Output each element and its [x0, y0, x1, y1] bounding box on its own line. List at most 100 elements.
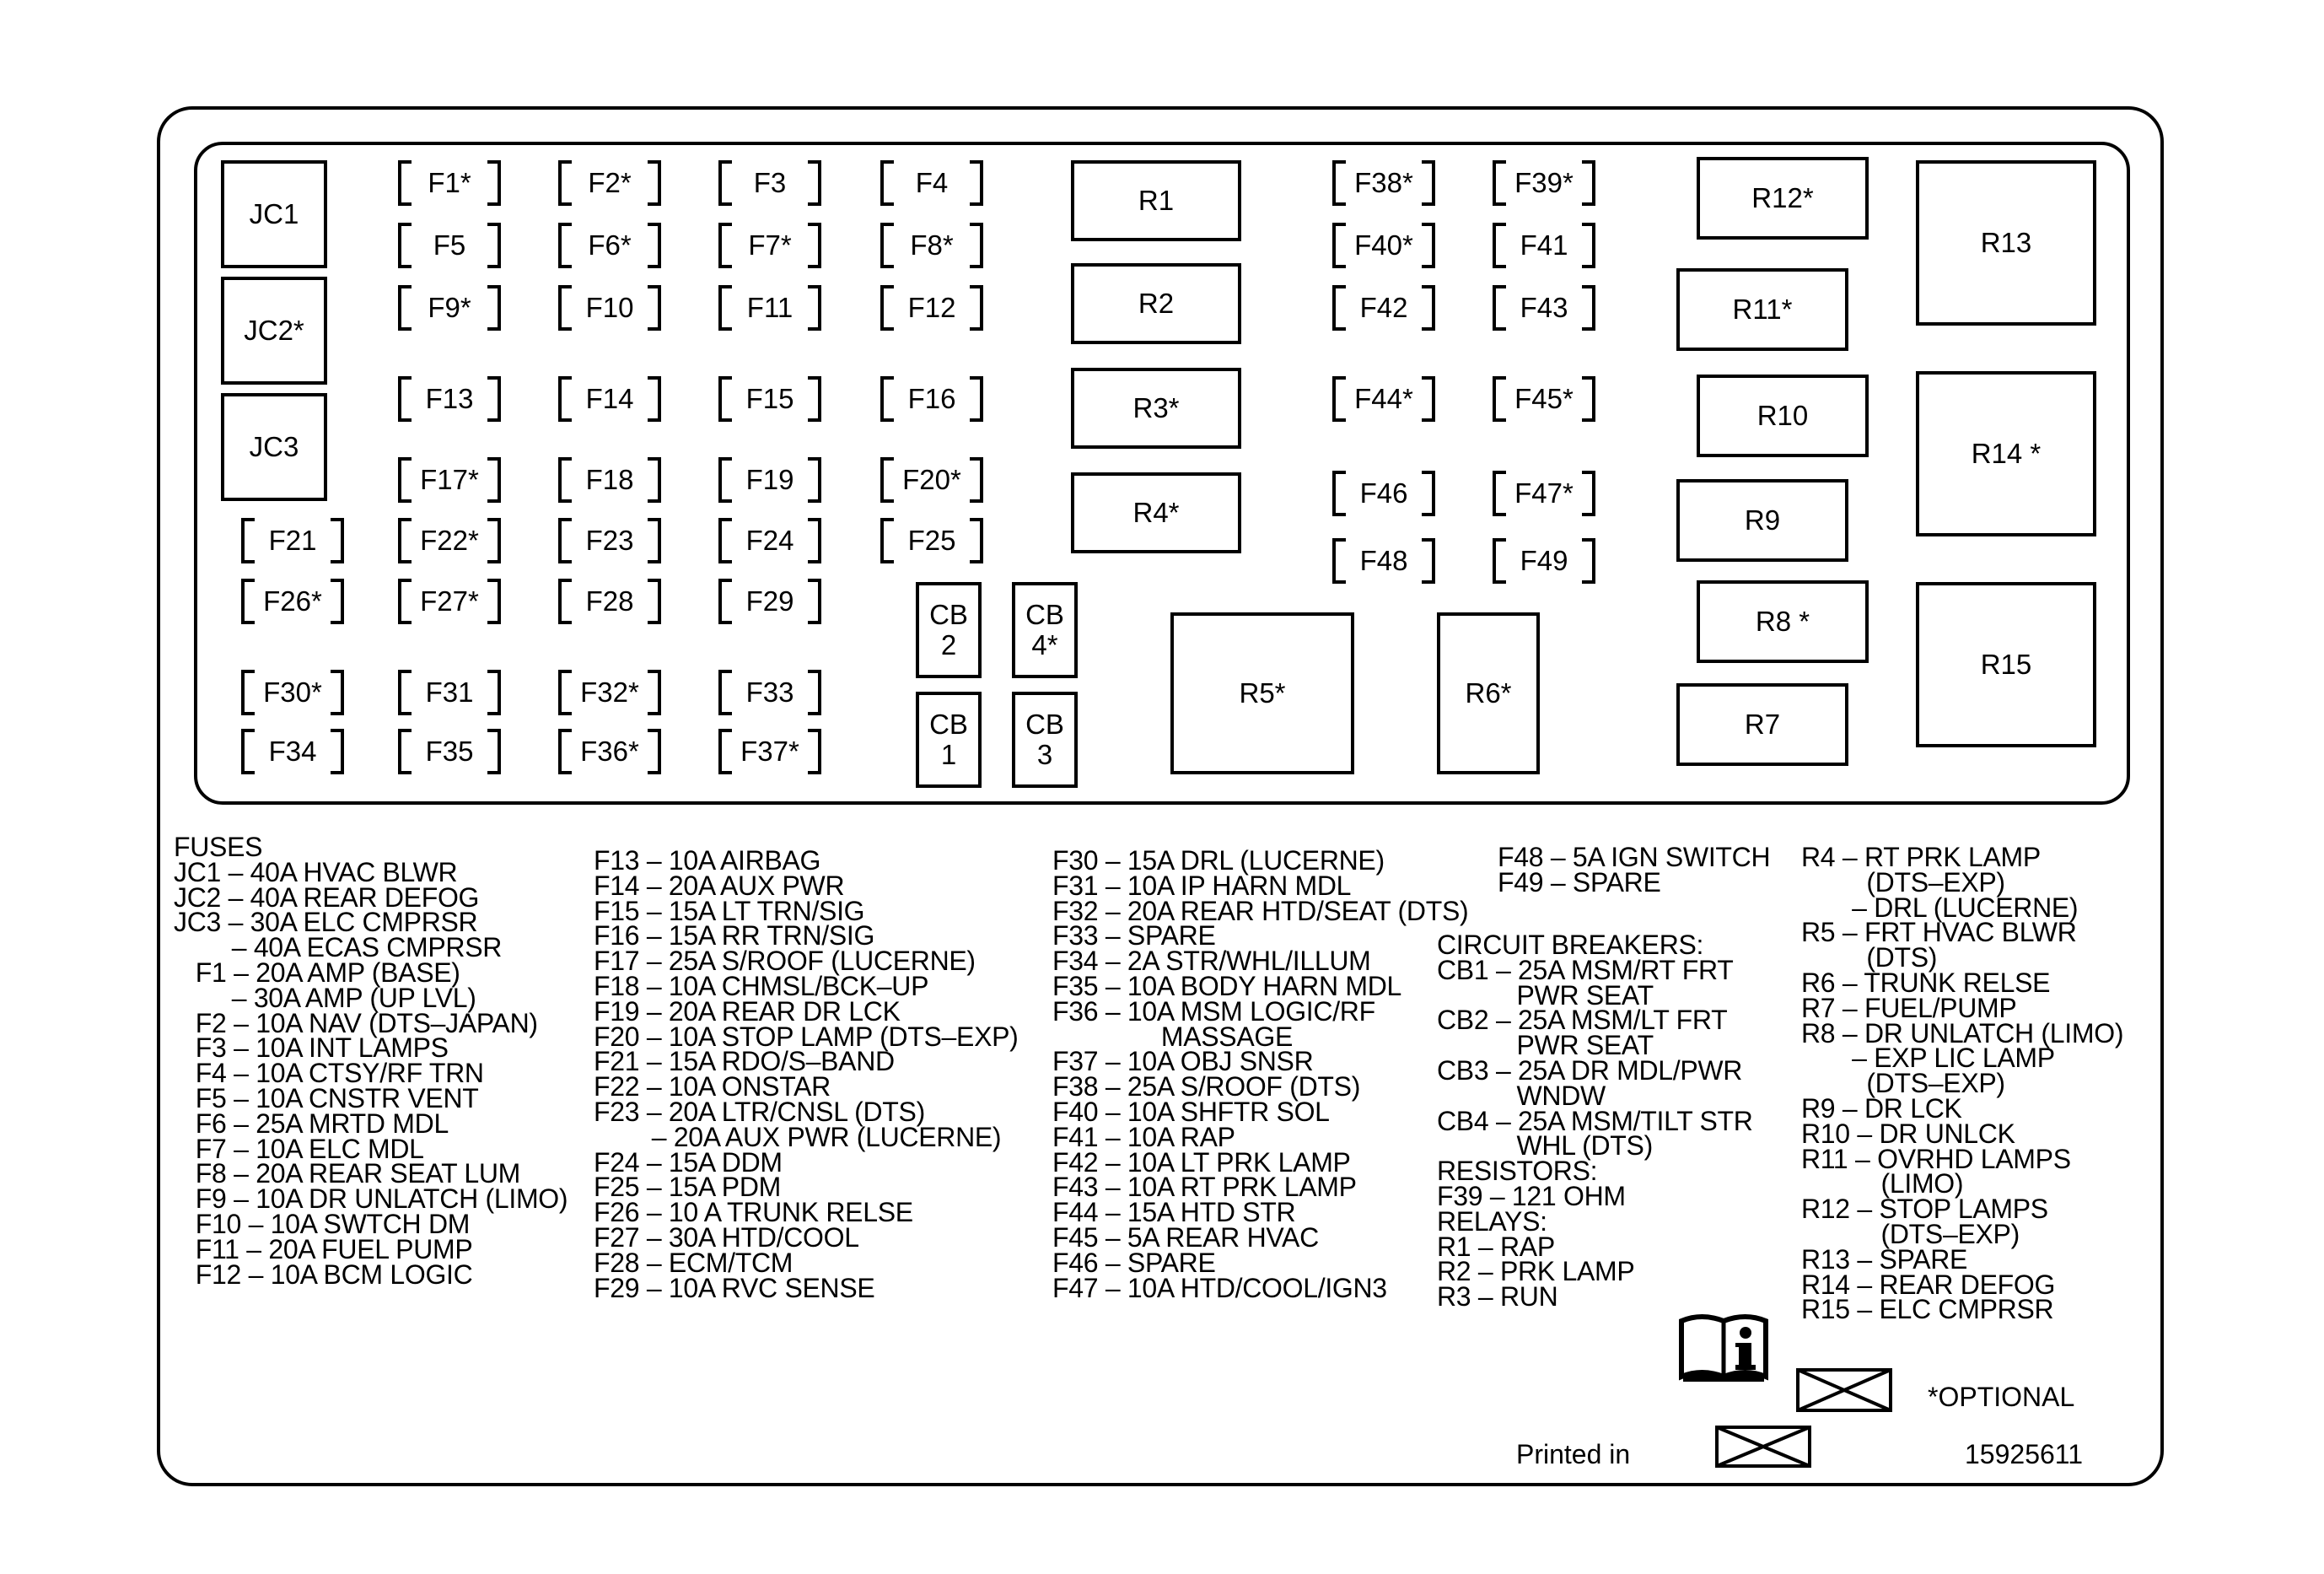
fuse-f9-label: F9*	[428, 292, 471, 323]
fuse-f23: F23	[558, 518, 661, 563]
fuse-f49: F49	[1493, 538, 1595, 584]
fuse-f4: F4	[880, 160, 983, 206]
fuse-f35-label: F35	[425, 736, 474, 767]
fuse-f17-label: F17*	[420, 464, 479, 495]
relay-r11: R11*	[1676, 268, 1848, 351]
fuse-f31-label: F31	[425, 676, 474, 708]
fuse-f33: F33	[718, 670, 821, 715]
fuse-f12: F12	[880, 285, 983, 331]
fuse-f8-label: F8*	[910, 229, 954, 261]
fuse-f39-label: F39*	[1514, 167, 1574, 198]
fuse-f32-label: F32*	[580, 676, 639, 708]
junction-jc2: JC2*	[221, 277, 327, 385]
fuse-f18: F18	[558, 457, 661, 503]
fuse-f2-label: F2*	[588, 167, 632, 198]
fuse-block-label	[157, 106, 2164, 1486]
fuse-f48: F48	[1332, 538, 1435, 584]
crossed-box-icon	[1715, 1426, 1811, 1468]
fuse-f10: F10	[558, 285, 661, 331]
fuse-f37: F37*	[718, 729, 821, 774]
fuse-f29-label: F29	[745, 585, 794, 617]
fuse-f18-label: F18	[585, 464, 634, 495]
fuse-f1: F1*	[398, 160, 501, 206]
fuse-f49-label: F49	[1520, 545, 1568, 576]
fuse-f2: F2*	[558, 160, 661, 206]
fuse-f23-label: F23	[585, 525, 634, 556]
relay-r3-label: R3*	[1132, 392, 1180, 423]
relay-r10-label: R10	[1756, 400, 1809, 431]
fuse-f45-label: F45*	[1514, 383, 1574, 414]
fuse-f7: F7*	[718, 223, 821, 268]
fuse-f46-label: F46	[1359, 477, 1408, 509]
relay-r1-label: R1	[1138, 185, 1175, 216]
breaker-cb4-label: CB 4*	[1025, 599, 1064, 660]
fuse-f38-label: F38*	[1354, 167, 1413, 198]
fuse-f36-label: F36*	[580, 736, 639, 767]
optional-note: *OPTIONAL	[1928, 1382, 2075, 1412]
fuse-f6: F6*	[558, 223, 661, 268]
legend-column-4a: F48 – 5A IGN SWITCH F49 – SPARE	[1498, 842, 1771, 898]
fuse-block-panel	[194, 142, 2130, 805]
breaker-cb4: CB 4*	[1012, 582, 1078, 678]
fuse-f20-label: F20*	[902, 464, 961, 495]
relay-r2: R2	[1071, 263, 1241, 344]
relay-r5-label: R5*	[1239, 677, 1286, 709]
legend-column-5: R4 – RT PRK LAMP (DTS–EXP) – DRL (LUCERN…	[1801, 842, 2124, 1325]
fuse-f48-label: F48	[1359, 545, 1408, 576]
junction-jc1-label: JC1	[249, 198, 299, 229]
fuse-f15: F15	[718, 376, 821, 422]
fuse-f37-label: F37*	[740, 736, 799, 767]
relay-r9-label: R9	[1744, 504, 1781, 536]
fuse-f36: F36*	[558, 729, 661, 774]
relay-r1: R1	[1071, 160, 1241, 241]
fuse-f11: F11	[718, 285, 821, 331]
fuse-f26-label: F26*	[263, 585, 322, 617]
fuse-f42-label: F42	[1359, 292, 1408, 323]
fuse-f3-label: F3	[753, 167, 787, 198]
relay-r13: R13	[1916, 160, 2096, 326]
fuse-f40: F40*	[1332, 223, 1435, 268]
fuse-f43-label: F43	[1520, 292, 1568, 323]
relay-r15: R15	[1916, 582, 2096, 747]
relay-r13-label: R13	[1980, 227, 2032, 258]
fuse-f25: F25	[880, 518, 983, 563]
fuse-f38: F38*	[1332, 160, 1435, 206]
breaker-cb3: CB 3	[1012, 692, 1078, 788]
fuse-f5-label: F5	[433, 229, 466, 261]
fuse-f39: F39*	[1493, 160, 1595, 206]
crossed-box-icon	[1796, 1368, 1892, 1412]
fuse-f4-label: F4	[915, 167, 949, 198]
relay-r5: R5*	[1170, 612, 1354, 774]
relay-r11-label: R11*	[1732, 294, 1793, 325]
part-number: 15925611	[1965, 1439, 2083, 1469]
relay-r6-label: R6*	[1465, 677, 1512, 709]
relay-r7-label: R7	[1744, 709, 1781, 740]
fuse-f14: F14	[558, 376, 661, 422]
fuse-f35: F35	[398, 729, 501, 774]
fuse-f17: F17*	[398, 457, 501, 503]
fuse-f46: F46	[1332, 471, 1435, 516]
relay-r6: R6*	[1437, 612, 1540, 774]
fuse-f13: F13	[398, 376, 501, 422]
relay-r4: R4*	[1071, 472, 1241, 553]
relay-r4-label: R4*	[1132, 497, 1180, 528]
fuse-f40-label: F40*	[1354, 229, 1413, 261]
fuse-f25-label: F25	[907, 525, 956, 556]
fuse-f9: F9*	[398, 285, 501, 331]
fuse-f28-label: F28	[585, 585, 634, 617]
fuse-f11-label: F11	[746, 292, 793, 323]
fuse-f34: F34	[241, 729, 344, 774]
info-book-icon	[1679, 1314, 1768, 1382]
relay-r14: R14 *	[1916, 371, 2096, 536]
fuse-f3: F3	[718, 160, 821, 206]
fuse-f24-label: F24	[745, 525, 794, 556]
junction-jc1: JC1	[221, 160, 327, 268]
fuse-f41: F41	[1493, 223, 1595, 268]
fuse-f42: F42	[1332, 285, 1435, 331]
fuse-f32: F32*	[558, 670, 661, 715]
fuse-f22-label: F22*	[420, 525, 479, 556]
relay-r12: R12*	[1697, 157, 1869, 240]
fuse-f24: F24	[718, 518, 821, 563]
fuse-f33-label: F33	[745, 676, 794, 708]
fuse-f45: F45*	[1493, 376, 1595, 422]
